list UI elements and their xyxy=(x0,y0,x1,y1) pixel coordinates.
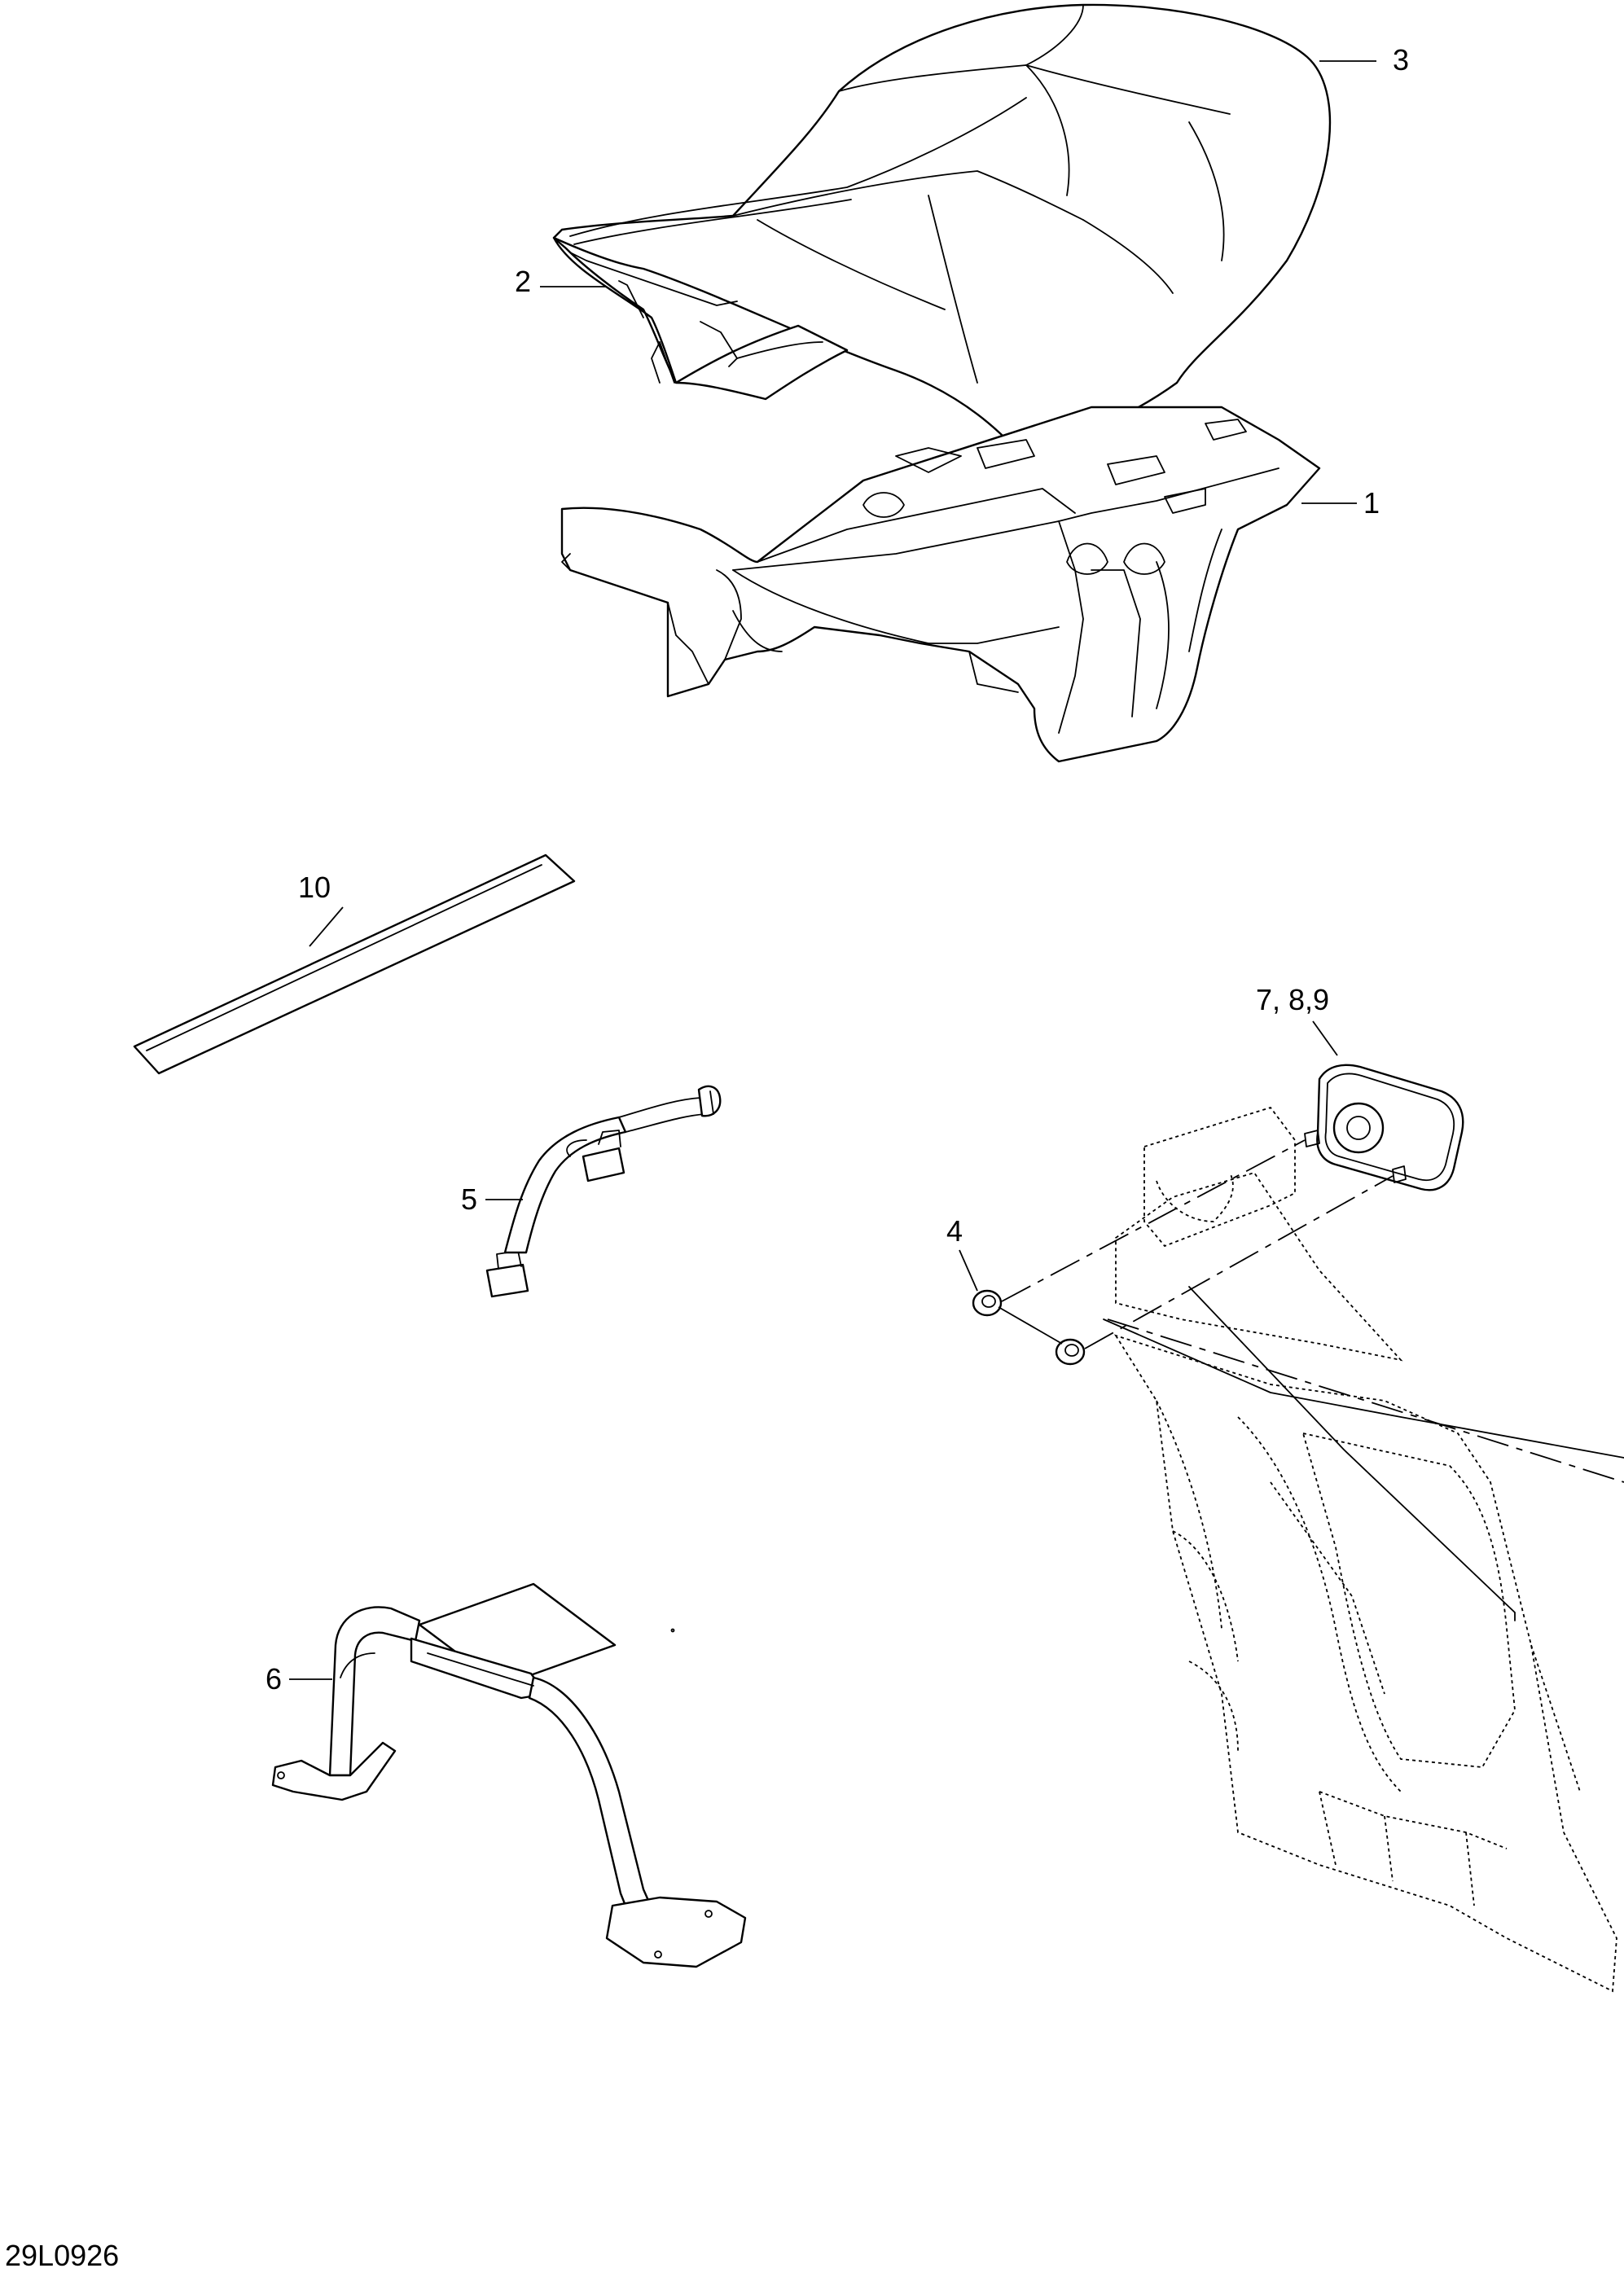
part-4-grommets[interactable] xyxy=(972,1289,1086,1366)
part-2-seat-base[interactable] xyxy=(552,236,849,401)
callout-3: 3 xyxy=(1393,43,1409,77)
callout-leaders xyxy=(289,60,1376,1680)
part-3-seat[interactable] xyxy=(552,3,1332,458)
callout-1: 1 xyxy=(1363,486,1380,520)
callout-5: 5 xyxy=(461,1182,477,1216)
hidden-body-panel xyxy=(1103,1106,1624,1993)
assembly-centerlines xyxy=(998,1139,1624,1483)
callout-6: 6 xyxy=(266,1662,282,1696)
part-6-grab-handle[interactable] xyxy=(271,1582,747,1968)
callout-2: 2 xyxy=(515,265,531,298)
part-789-tail-light[interactable] xyxy=(1304,1064,1464,1191)
callout-4: 4 xyxy=(946,1214,963,1248)
part-1-tail-body[interactable] xyxy=(560,406,1321,763)
part-10-decal-strip[interactable] xyxy=(133,853,576,1075)
callout-10: 10 xyxy=(298,871,331,904)
callout-7-8-9: 7, 8,9 xyxy=(1256,983,1329,1016)
part-5-wiring-harness[interactable] xyxy=(485,1085,722,1298)
drawing-code: 29L0926 xyxy=(5,2239,119,2272)
